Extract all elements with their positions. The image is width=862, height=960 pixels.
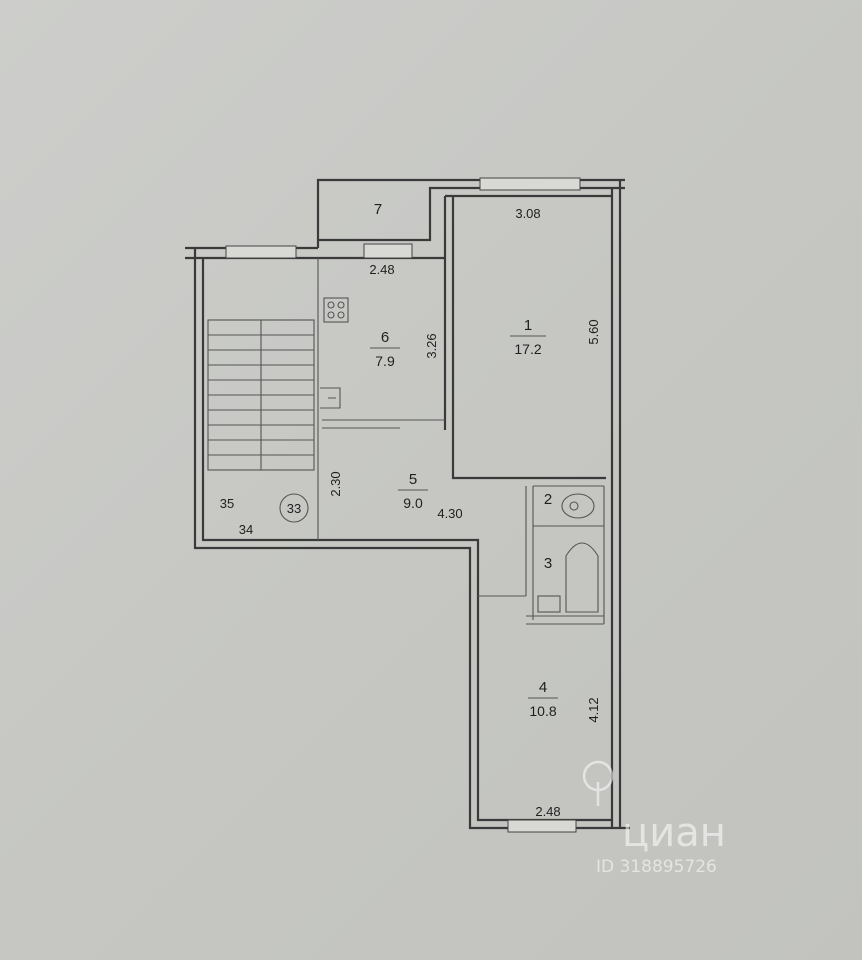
room4-left-wall bbox=[318, 546, 630, 830]
window-stairwell bbox=[225, 245, 297, 259]
stair-label-34: 34 bbox=[239, 522, 253, 537]
room6-number: 6 bbox=[381, 329, 389, 346]
stairwell-inner-wall bbox=[201, 258, 318, 542]
room5-number: 5 bbox=[409, 471, 417, 488]
watermark: циан ID 318895726 bbox=[582, 760, 726, 877]
stove-burner-icon bbox=[327, 311, 335, 319]
room5-width-dim: 2.30 bbox=[328, 471, 343, 496]
room6-width-dim: 2.48 bbox=[369, 262, 394, 277]
room6-length-dim: 3.26 bbox=[424, 333, 439, 358]
bath-sink-icon bbox=[537, 595, 561, 613]
window-room4 bbox=[507, 819, 577, 833]
stair-number-circle bbox=[279, 493, 309, 523]
room7-number: 7 bbox=[374, 201, 382, 218]
window-kitchen bbox=[363, 243, 413, 259]
stove-icon bbox=[323, 297, 349, 323]
staircase bbox=[207, 319, 315, 471]
room2-number: 2 bbox=[544, 491, 552, 508]
room4-left-inner-wall bbox=[318, 538, 612, 822]
stairwell-wall bbox=[193, 248, 318, 550]
room4-area: 10.8 bbox=[529, 703, 556, 719]
watermark-brand: циан bbox=[622, 810, 726, 856]
stove-burner-icon bbox=[337, 301, 345, 309]
room5-length-dim: 4.30 bbox=[437, 506, 462, 521]
room5-area: 9.0 bbox=[403, 495, 423, 511]
stove-burner-icon bbox=[327, 301, 335, 309]
window-room1 bbox=[479, 177, 581, 191]
fixtures bbox=[279, 297, 599, 613]
stair-label-35: 35 bbox=[220, 496, 234, 511]
interior-partitions bbox=[317, 258, 605, 625]
room1-left-inner-wall bbox=[451, 196, 606, 480]
stove-burner-icon bbox=[337, 311, 345, 319]
room1-width-dim: 3.08 bbox=[515, 206, 540, 221]
room3-number: 3 bbox=[544, 555, 552, 572]
room4-width-dim: 2.48 bbox=[535, 804, 560, 819]
room4-number: 4 bbox=[539, 679, 547, 696]
watermark-id: ID 318895726 bbox=[596, 857, 717, 877]
bathtub-icon bbox=[565, 542, 599, 613]
toilet-icon bbox=[561, 493, 595, 519]
room1-area: 17.2 bbox=[514, 341, 541, 357]
balcony-inner-wall bbox=[318, 186, 478, 242]
balcony-outer-wall bbox=[316, 178, 478, 248]
room1-length-dim: 5.60 bbox=[586, 319, 601, 344]
room1-number: 1 bbox=[524, 317, 532, 334]
windows bbox=[225, 177, 581, 833]
stair-treads bbox=[208, 334, 314, 456]
stair-label-33: 33 bbox=[287, 501, 301, 516]
room6-area: 7.9 bbox=[375, 353, 395, 369]
kitchen-sink-icon bbox=[320, 387, 341, 409]
toilet-bowl-icon bbox=[569, 501, 579, 511]
watermark-logo-icon bbox=[582, 760, 614, 806]
room4-length-dim: 4.12 bbox=[586, 697, 601, 722]
labels: 7 1 17.2 6 7.9 5 9.0 2 3 4 10.8 3.08 5.6… bbox=[220, 201, 601, 819]
